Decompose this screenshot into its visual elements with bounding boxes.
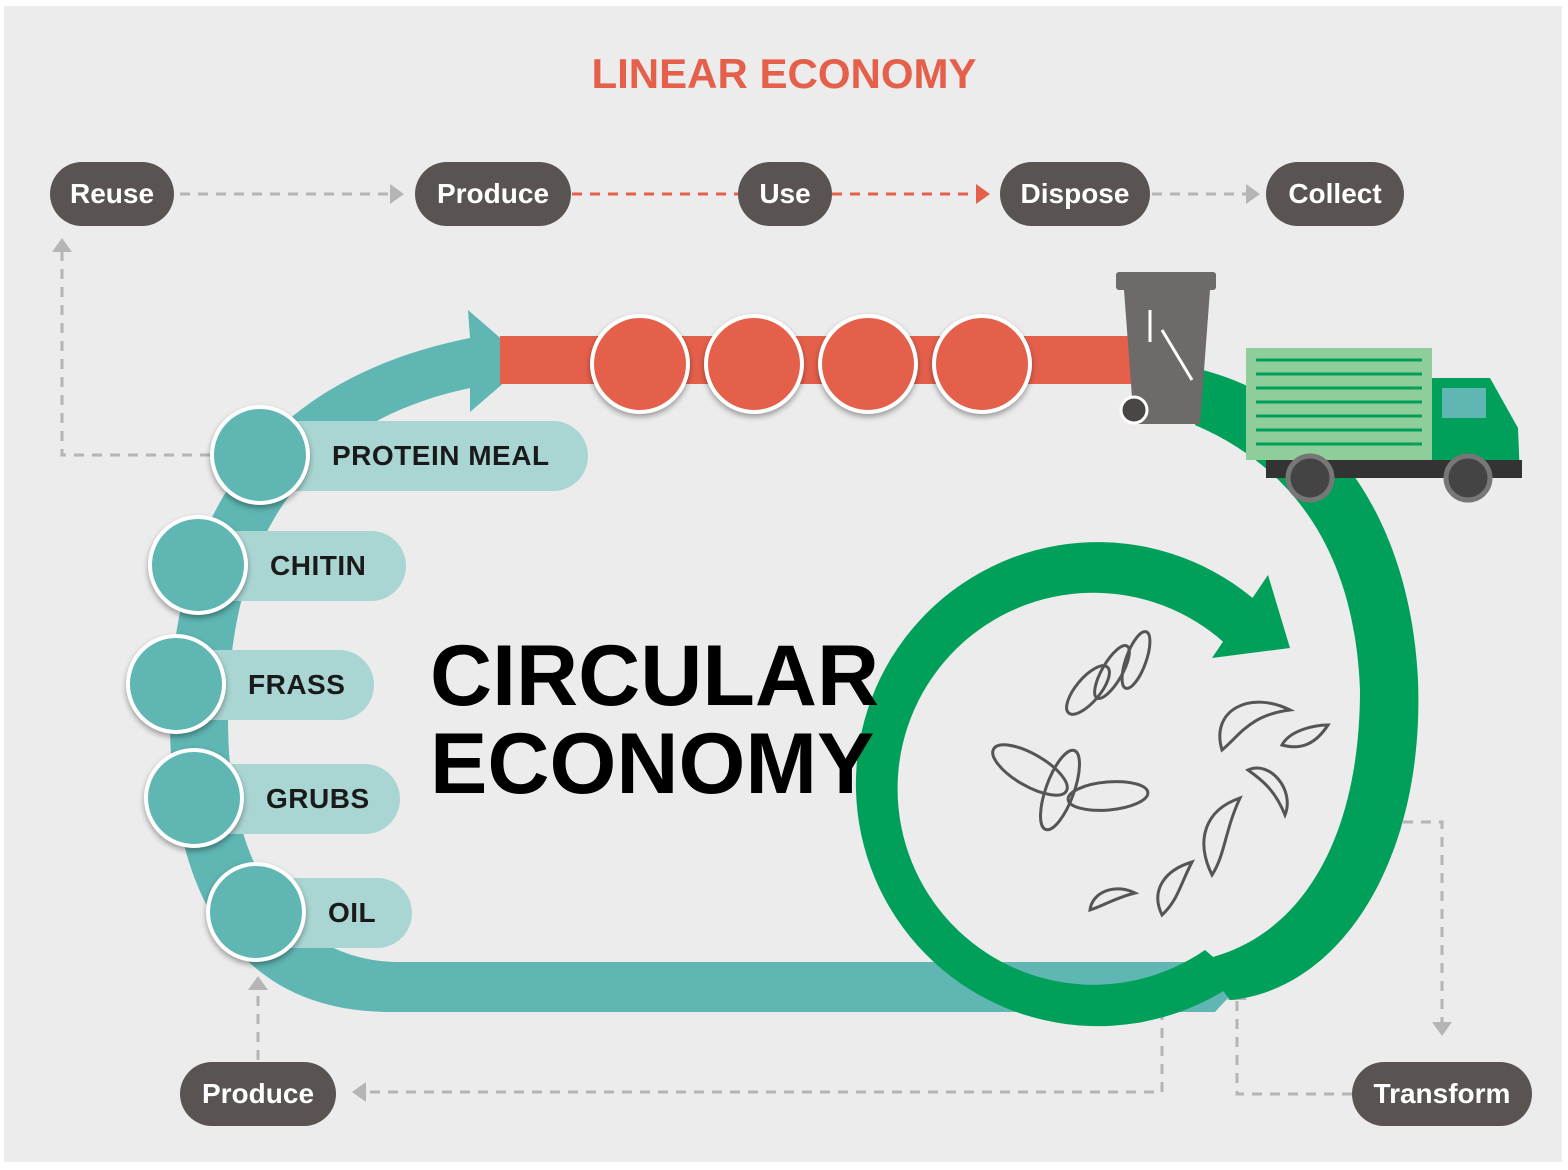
circular-economy-title: CIRCULAR ECONOMY: [430, 632, 950, 808]
protein-meal-icon: [210, 405, 310, 505]
circular-title-line2: ECONOMY: [430, 716, 875, 812]
frass-sack-icon: [126, 634, 226, 734]
green-ring: [855, 542, 1290, 1027]
reuse-step: Reuse: [50, 162, 174, 226]
fish-icon: [818, 314, 918, 414]
circular-title-line1: CIRCULAR: [430, 628, 880, 724]
fly-icon: [1065, 630, 1152, 716]
trash-bin-icon: [1116, 272, 1216, 425]
bottom-produce-step: Produce: [180, 1062, 336, 1126]
grubs-icon: [144, 748, 244, 848]
farm-field-icon: [590, 314, 690, 414]
truck-icon: [1246, 348, 1522, 503]
arrowhead: [1246, 184, 1260, 204]
dispose-step: Dispose: [1000, 162, 1150, 226]
linear-economy-title: LINEAR ECONOMY: [591, 50, 977, 97]
arrowhead: [52, 238, 72, 252]
arrowhead: [390, 184, 404, 204]
jar-icon: [932, 314, 1032, 414]
insects: [991, 630, 1331, 918]
produce-step: Produce: [415, 162, 571, 226]
arrowhead: [248, 976, 268, 990]
arrowhead: [976, 184, 990, 204]
use-step: Use: [738, 162, 832, 226]
chitin-bowl-icon: [148, 515, 248, 615]
larva-icon: [1088, 700, 1331, 918]
fly-icon: [991, 743, 1150, 832]
cow-icon: [704, 314, 804, 414]
arrowhead: [352, 1082, 366, 1102]
collect-step: Collect: [1266, 162, 1404, 226]
transform-step: Transform: [1352, 1062, 1532, 1126]
green-outer-arc: [1195, 368, 1419, 1000]
oil-bottle-icon: [206, 862, 306, 962]
product-protein-meal: PROTEIN MEAL: [258, 421, 588, 491]
arrowhead: [1432, 1022, 1452, 1036]
